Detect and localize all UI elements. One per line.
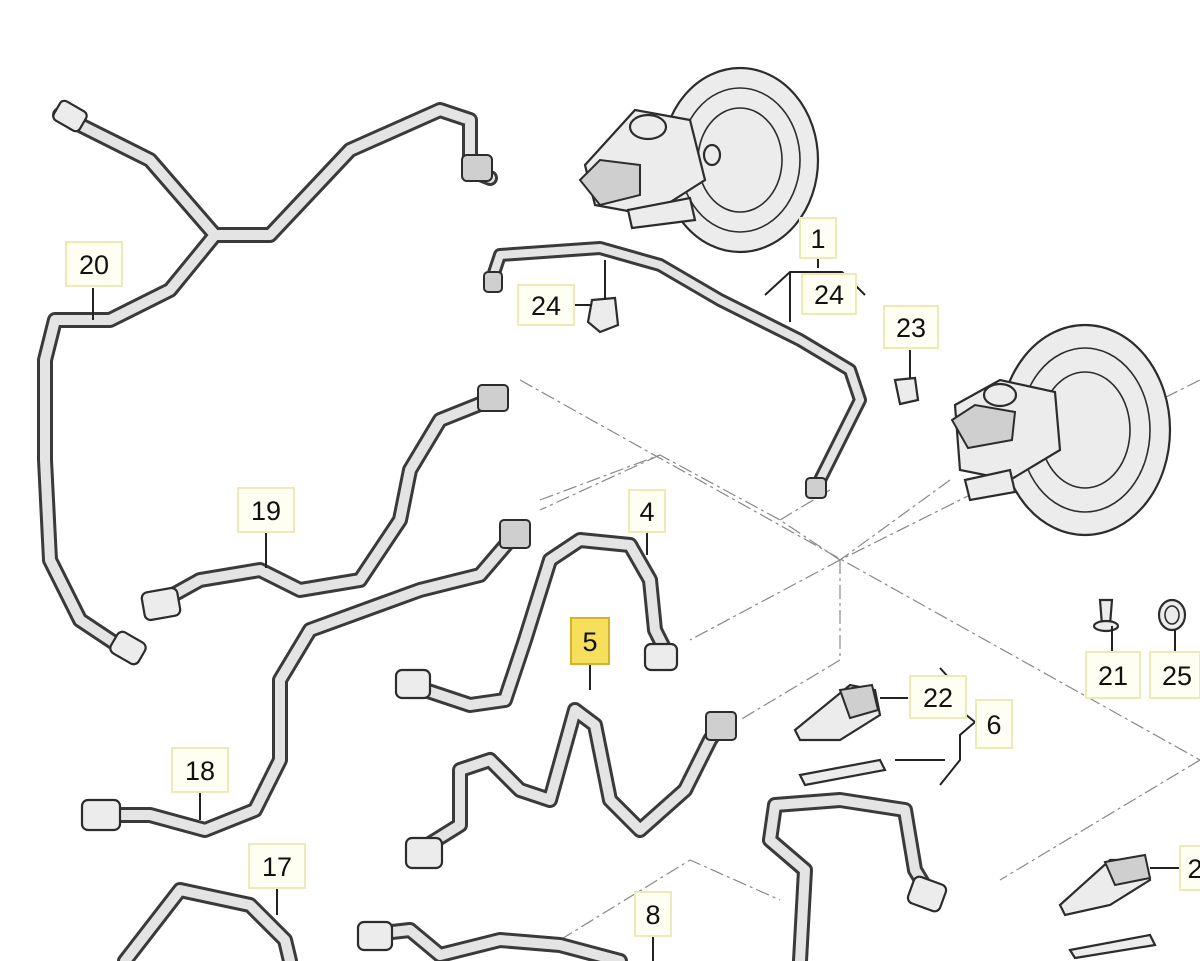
svg-text:6: 6 (986, 710, 1001, 740)
svg-text:2: 2 (1187, 854, 1200, 884)
callout-18: 18 (171, 747, 229, 793)
svg-text:22: 22 (923, 683, 953, 713)
callout-5-highlighted: 5 (570, 617, 610, 665)
svg-text:25: 25 (1162, 661, 1192, 691)
callout-24-left: 24 (517, 284, 575, 326)
svg-text:8: 8 (645, 900, 660, 930)
callout-2-partial: 2 (1179, 845, 1200, 891)
callout-8: 8 (634, 891, 672, 937)
callout-25: 25 (1149, 651, 1200, 699)
dash-guides (519, 379, 1200, 941)
callout-20: 20 (65, 241, 123, 287)
brake-booster-top (578, 66, 820, 254)
small-parts (586, 296, 1187, 633)
callout-6: 6 (975, 699, 1013, 749)
svg-text:24: 24 (531, 291, 561, 321)
callout-labels: 1 24 24 23 20 19 4 5 (65, 217, 1200, 937)
connectors (52, 99, 948, 952)
svg-text:23: 23 (896, 313, 926, 343)
hoses (37, 102, 938, 961)
svg-text:5: 5 (582, 627, 597, 657)
callout-22: 22 (909, 675, 967, 719)
brake-booster-right (950, 323, 1172, 537)
callout-24-right: 24 (801, 273, 857, 315)
svg-text:18: 18 (185, 756, 215, 786)
svg-text:4: 4 (639, 497, 654, 527)
callout-17: 17 (248, 843, 306, 889)
svg-text:20: 20 (79, 250, 109, 280)
callout-4: 4 (628, 489, 666, 533)
svg-text:24: 24 (814, 280, 844, 310)
svg-text:1: 1 (810, 224, 825, 254)
sensor-parts (793, 683, 1157, 960)
svg-text:21: 21 (1098, 661, 1128, 691)
callout-21: 21 (1085, 651, 1141, 699)
callout-1: 1 (799, 217, 837, 259)
svg-text:19: 19 (251, 496, 281, 526)
svg-text:17: 17 (262, 852, 292, 882)
callout-19: 19 (237, 487, 295, 533)
callout-23: 23 (883, 305, 939, 349)
